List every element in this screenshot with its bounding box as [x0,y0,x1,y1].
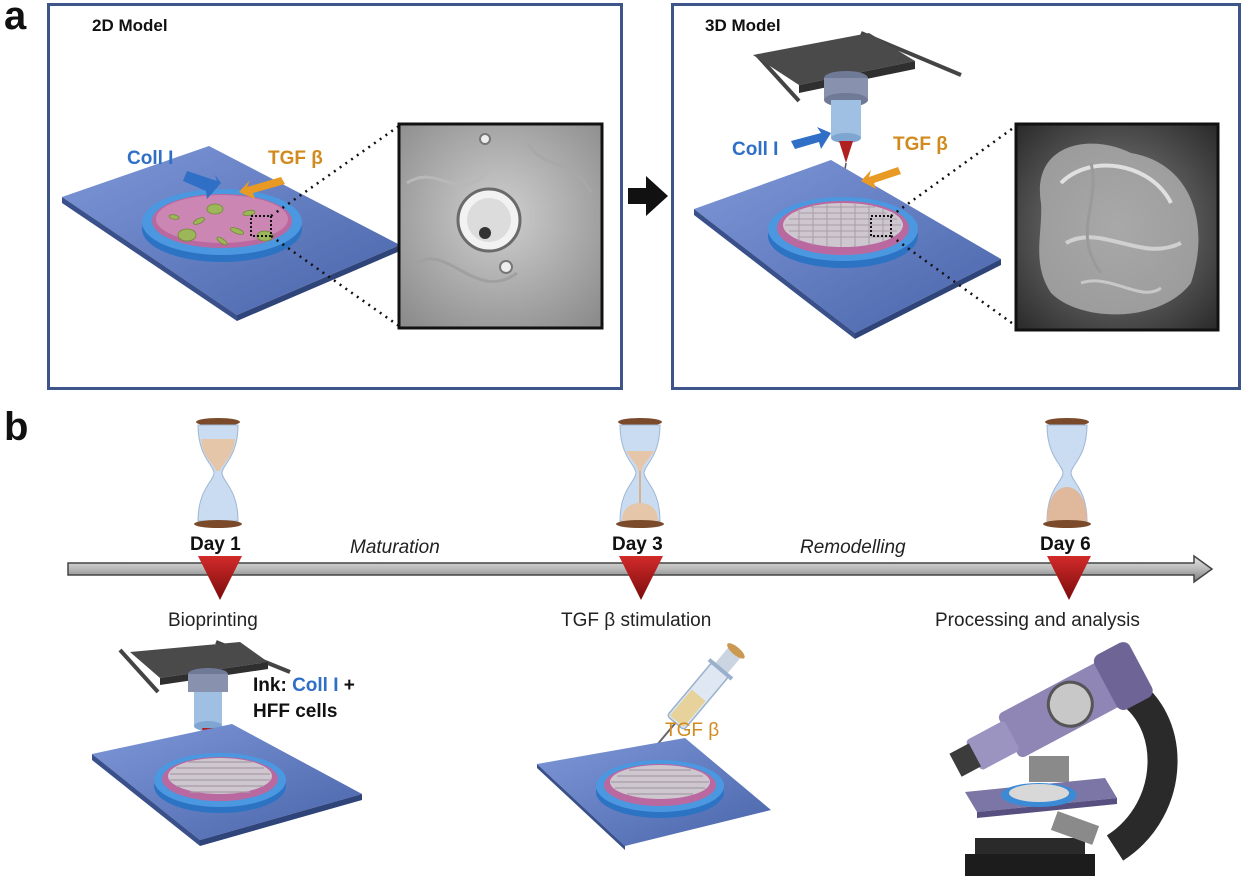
ink-cells: HFF cells [253,701,338,722]
panel-letter-a: a [4,0,27,38]
ink-label: Ink: Coll I + HFF cells [253,673,355,725]
model-2d-title: 2D Model [92,16,168,35]
tgf-label-3d: TGF β [893,134,948,155]
step-tgf-stimulation: TGF β stimulation [561,610,712,631]
model-3d-title: 3D Model [705,16,781,35]
printhead [831,100,861,138]
timeline-marker-day1 [198,556,242,600]
day-label-1: Day 1 [190,534,241,555]
hourglass-icon-day3 [616,418,664,528]
day-label-6: Day 6 [1040,534,1091,555]
tgf-arrow [239,177,285,199]
phase-maturation: Maturation [350,537,440,558]
ink-coll: Coll I [292,675,339,696]
printer-stage [753,33,915,85]
ink-suffix: + [338,675,355,696]
timeline-marker-day3 [619,556,663,600]
model-3d-illustration [694,31,1220,339]
stimulation-illustration [537,643,771,850]
model-2d-illustration [62,122,604,330]
ink-prefix: Ink: [253,675,293,696]
hourglass-icon-day1 [194,418,242,528]
syringe-tgf-label: TGF β [665,720,720,741]
right-arrow-icon [628,176,668,216]
panel-letter-b: b [4,405,29,449]
day-label-3: Day 3 [612,534,663,555]
timeline-marker-day6 [1047,556,1091,600]
hourglass-icon-day6 [1043,418,1091,528]
timeline-arrow [67,554,1214,600]
bioprinting-illustration [92,640,362,846]
tgf-label-2d: TGF β [268,148,323,169]
coll-label-3d: Coll I [732,139,779,160]
step-bioprinting: Bioprinting [168,610,258,631]
microscope-icon [949,642,1178,876]
coll-label-2d: Coll I [127,148,174,169]
step-processing: Processing and analysis [935,610,1140,631]
coll-arrow [183,171,221,199]
phase-remodelling: Remodelling [800,537,906,558]
